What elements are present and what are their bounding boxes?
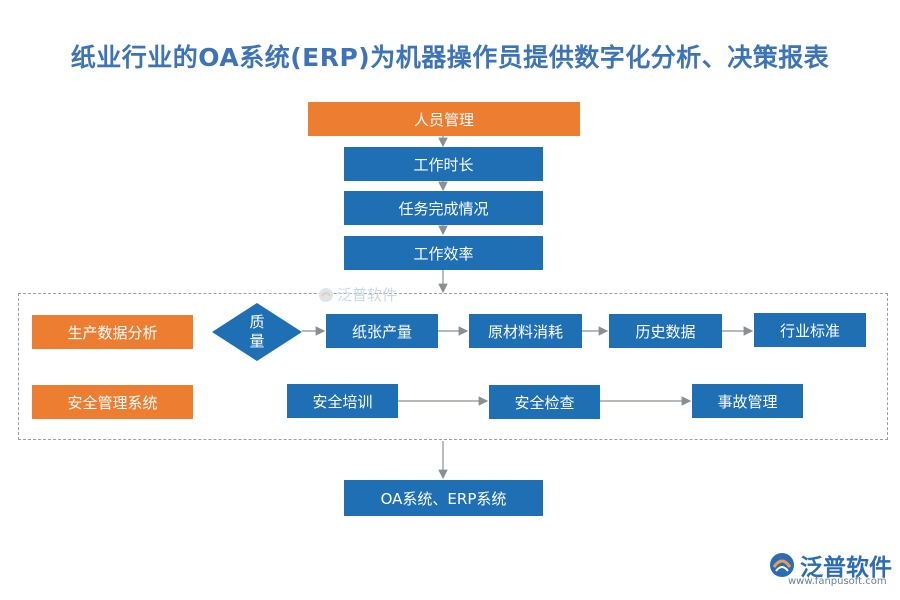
logo-url: www.fanpusoft.com: [788, 576, 887, 587]
work-efficiency-box: 工作效率: [344, 236, 543, 270]
quality-diamond: [212, 303, 302, 361]
history-data-box: 历史数据: [609, 314, 722, 348]
task-completion-box: 任务完成情况: [344, 191, 543, 225]
production-analysis-box: 生产数据分析: [32, 315, 193, 349]
oa-erp-system-box: OA系统、ERP系统: [344, 480, 543, 516]
safety-inspection-box: 安全检查: [489, 385, 600, 419]
safety-management-box: 安全管理系统: [32, 385, 193, 419]
safety-training-box: 安全培训: [287, 384, 398, 418]
fanpu-logo: 泛普软件: [768, 548, 892, 582]
watermark-logo-icon: [319, 287, 333, 302]
work-hours-box: 工作时长: [344, 147, 543, 181]
industry-standard-box: 行业标准: [754, 313, 866, 347]
logo-name: 泛普软件: [800, 555, 892, 581]
page-title: 纸业行业的OA系统(ERP)为机器操作员提供数字化分析、决策报表: [70, 43, 830, 72]
personnel-management-box: 人员管理: [308, 102, 580, 136]
quality-label: 质量: [249, 313, 265, 350]
watermark-text: 泛普软件: [337, 286, 398, 304]
material-consumption-box: 原材料消耗: [469, 314, 582, 348]
incident-management-box: 事故管理: [692, 384, 803, 418]
analysis-region: [18, 293, 888, 440]
watermark: 泛普软件: [318, 284, 397, 305]
fanpu-logo-icon: [770, 553, 794, 577]
paper-output-box: 纸张产量: [326, 314, 438, 348]
